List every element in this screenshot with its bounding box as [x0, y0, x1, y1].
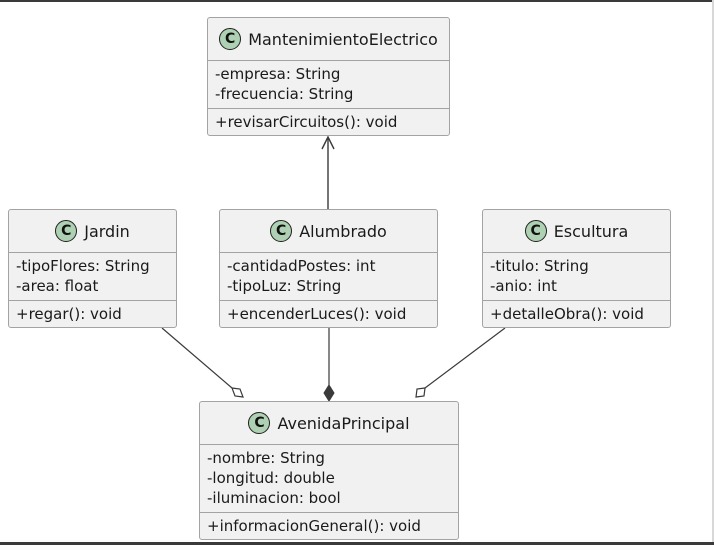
attribute: -tipoLuz: String	[227, 277, 342, 295]
methods-section: +regar(): void	[9, 301, 176, 328]
methods-section: +informacionGeneral(): void	[200, 513, 458, 540]
class-mantenimiento-electrico[interactable]: C MantenimientoElectrico -empresa: Strin…	[207, 17, 450, 136]
method: +regar(): void	[16, 305, 122, 323]
class-header: C Jardin	[9, 210, 176, 253]
attribute: -anio: int	[490, 277, 557, 295]
bottom-border	[0, 542, 714, 545]
attribute: -iluminacion: bool	[207, 489, 341, 507]
attribute: -tipoFlores: String	[16, 257, 150, 275]
class-icon: C	[524, 220, 547, 242]
method: +informacionGeneral(): void	[207, 517, 421, 535]
attributes-section: -nombre: String -longitud: double -ilumi…	[200, 445, 458, 513]
arrowhead-open	[321, 135, 335, 150]
class-icon: C	[248, 412, 271, 434]
class-name: Alumbrado	[299, 221, 387, 241]
class-alumbrado[interactable]: C Alumbrado -cantidadPostes: int -tipoLu…	[219, 209, 438, 328]
attributes-section: -titulo: String -anio: int	[483, 253, 670, 301]
class-name: AvenidaPrincipal	[277, 413, 410, 433]
attributes-section: -tipoFlores: String -area: float	[9, 253, 176, 301]
attribute: -longitud: double	[207, 469, 335, 487]
class-name: MantenimientoElectrico	[248, 29, 438, 49]
methods-section: +detalleObra(): void	[483, 301, 670, 328]
attributes-section: -empresa: String -frecuencia: String	[208, 61, 449, 109]
attribute: -cantidadPostes: int	[227, 257, 376, 275]
relation-jardin-avenida	[161, 327, 233, 389]
attribute: -titulo: String	[490, 257, 589, 275]
top-border	[0, 0, 714, 2]
class-name: Escultura	[553, 221, 629, 241]
class-header: C Escultura	[483, 210, 670, 253]
attribute: -frecuencia: String	[215, 85, 354, 103]
attributes-section: -cantidadPostes: int -tipoLuz: String	[220, 253, 437, 301]
class-icon: C	[219, 28, 242, 50]
class-header: C AvenidaPrincipal	[200, 402, 458, 445]
aggregation-diamond-left	[231, 387, 244, 398]
class-escultura[interactable]: C Escultura -titulo: String -anio: int +…	[482, 209, 671, 328]
method: +revisarCircuitos(): void	[215, 113, 398, 131]
class-header: C Alumbrado	[220, 210, 437, 253]
class-icon: C	[55, 220, 78, 242]
attribute: -nombre: String	[207, 449, 325, 467]
attribute: -area: float	[16, 277, 99, 295]
class-header: C MantenimientoElectrico	[208, 18, 449, 61]
methods-section: +encenderLuces(): void	[220, 301, 437, 328]
aggregation-diamond-right	[415, 387, 426, 398]
right-border	[712, 0, 714, 545]
class-name: Jardin	[84, 221, 130, 241]
class-jardin[interactable]: C Jardin -tipoFlores: String -area: floa…	[8, 209, 177, 328]
relation-escultura-avenida	[424, 327, 506, 389]
method: +detalleObra(): void	[490, 305, 644, 323]
attribute: -empresa: String	[215, 65, 341, 83]
composition-diamond	[323, 384, 335, 402]
class-avenida-principal[interactable]: C AvenidaPrincipal -nombre: String -long…	[199, 401, 459, 540]
method: +encenderLuces(): void	[227, 305, 407, 323]
methods-section: +revisarCircuitos(): void	[208, 109, 449, 136]
class-icon: C	[270, 220, 293, 242]
